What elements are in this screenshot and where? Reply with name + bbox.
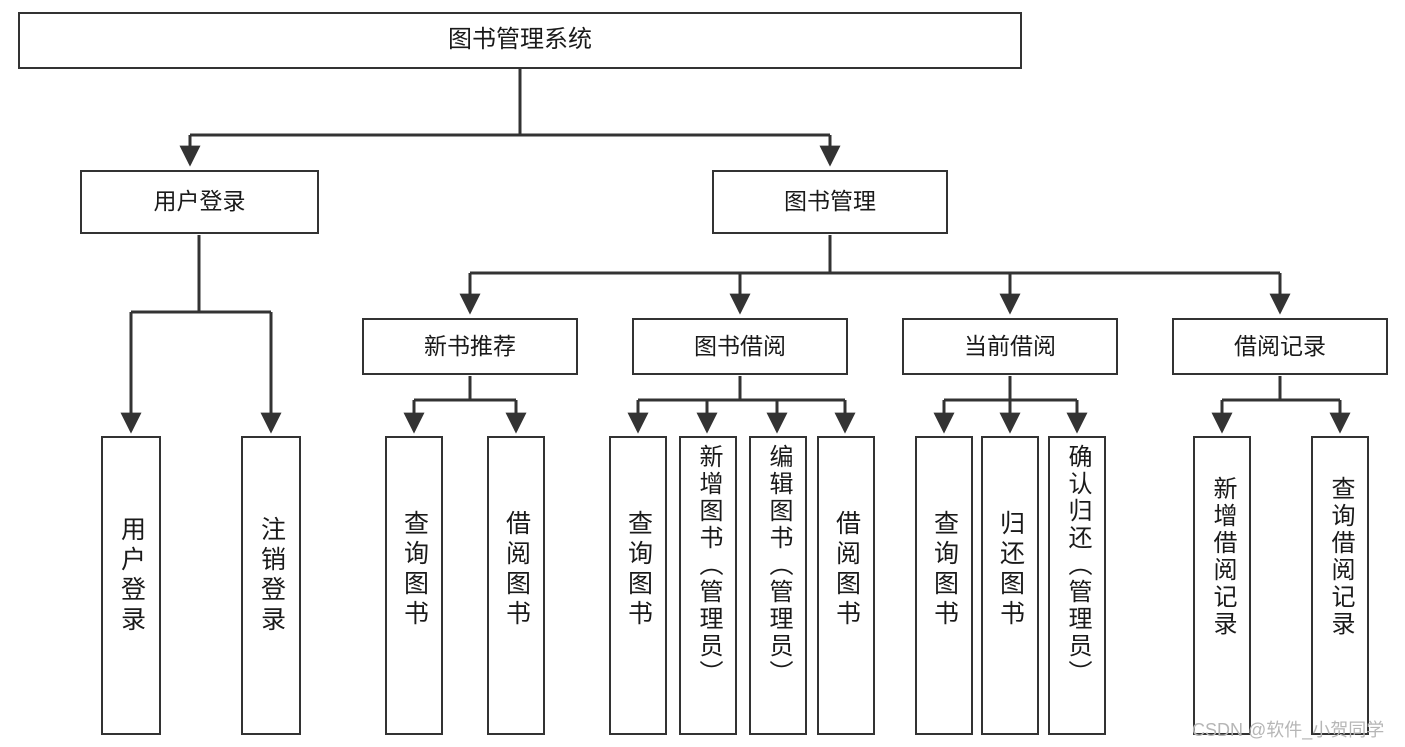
node-label: 新增图书（管理员） (695, 444, 722, 687)
leaf-query-borrow-record[interactable]: 查询借阅记录 (1311, 436, 1369, 735)
node-book-management[interactable]: 图书管理 (712, 170, 948, 234)
node-borrow-record[interactable]: 借阅记录 (1172, 318, 1388, 375)
leaf-query-book-borrow[interactable]: 查询图书 (609, 436, 667, 735)
node-root-book-management-system[interactable]: 图书管理系统 (18, 12, 1022, 69)
leaf-user-login[interactable]: 用户登录 (101, 436, 161, 735)
node-label: 用户登录 (117, 516, 146, 636)
leaf-query-book-current[interactable]: 查询图书 (915, 436, 973, 735)
leaf-logout-login[interactable]: 注销登录 (241, 436, 301, 735)
leaf-edit-book-admin[interactable]: 编辑图书（管理员） (749, 436, 807, 735)
node-label: 图书借阅 (694, 332, 786, 359)
leaf-borrow-book-borrow[interactable]: 借阅图书 (817, 436, 875, 735)
node-label: 确认归还（管理员） (1064, 444, 1091, 687)
node-label: 查询图书 (400, 510, 429, 630)
node-label: 注销登录 (257, 516, 286, 636)
leaf-query-book-recommend[interactable]: 查询图书 (385, 436, 443, 735)
node-label: 查询图书 (930, 510, 959, 630)
node-label: 借阅图书 (832, 510, 861, 630)
node-label: 编辑图书（管理员） (765, 444, 792, 687)
leaf-return-book[interactable]: 归还图书 (981, 436, 1039, 735)
leaf-add-book-admin[interactable]: 新增图书（管理员） (679, 436, 737, 735)
node-current-borrow[interactable]: 当前借阅 (902, 318, 1118, 375)
node-user-login[interactable]: 用户登录 (80, 170, 319, 234)
node-label: 图书管理 (784, 188, 876, 215)
node-label: 用户登录 (153, 188, 246, 215)
leaf-borrow-book-recommend[interactable]: 借阅图书 (487, 436, 545, 735)
leaf-confirm-return-admin[interactable]: 确认归还（管理员） (1048, 436, 1106, 735)
csdn-watermark: CSDN @软件_小贺同学 (1192, 720, 1385, 740)
node-label: 当前借阅 (964, 332, 1056, 359)
node-label: 新增借阅记录 (1209, 476, 1236, 638)
node-label: 归还图书 (996, 510, 1025, 630)
node-new-book-recommend[interactable]: 新书推荐 (362, 318, 578, 375)
node-label: 借阅图书 (502, 510, 531, 630)
node-label: 图书管理系统 (448, 26, 592, 54)
node-book-borrow[interactable]: 图书借阅 (632, 318, 848, 375)
node-label: 查询图书 (624, 510, 653, 630)
leaf-add-borrow-record[interactable]: 新增借阅记录 (1193, 436, 1251, 735)
node-label: 查询借阅记录 (1327, 476, 1354, 638)
node-label: 借阅记录 (1234, 332, 1326, 359)
node-label: 新书推荐 (424, 332, 516, 359)
